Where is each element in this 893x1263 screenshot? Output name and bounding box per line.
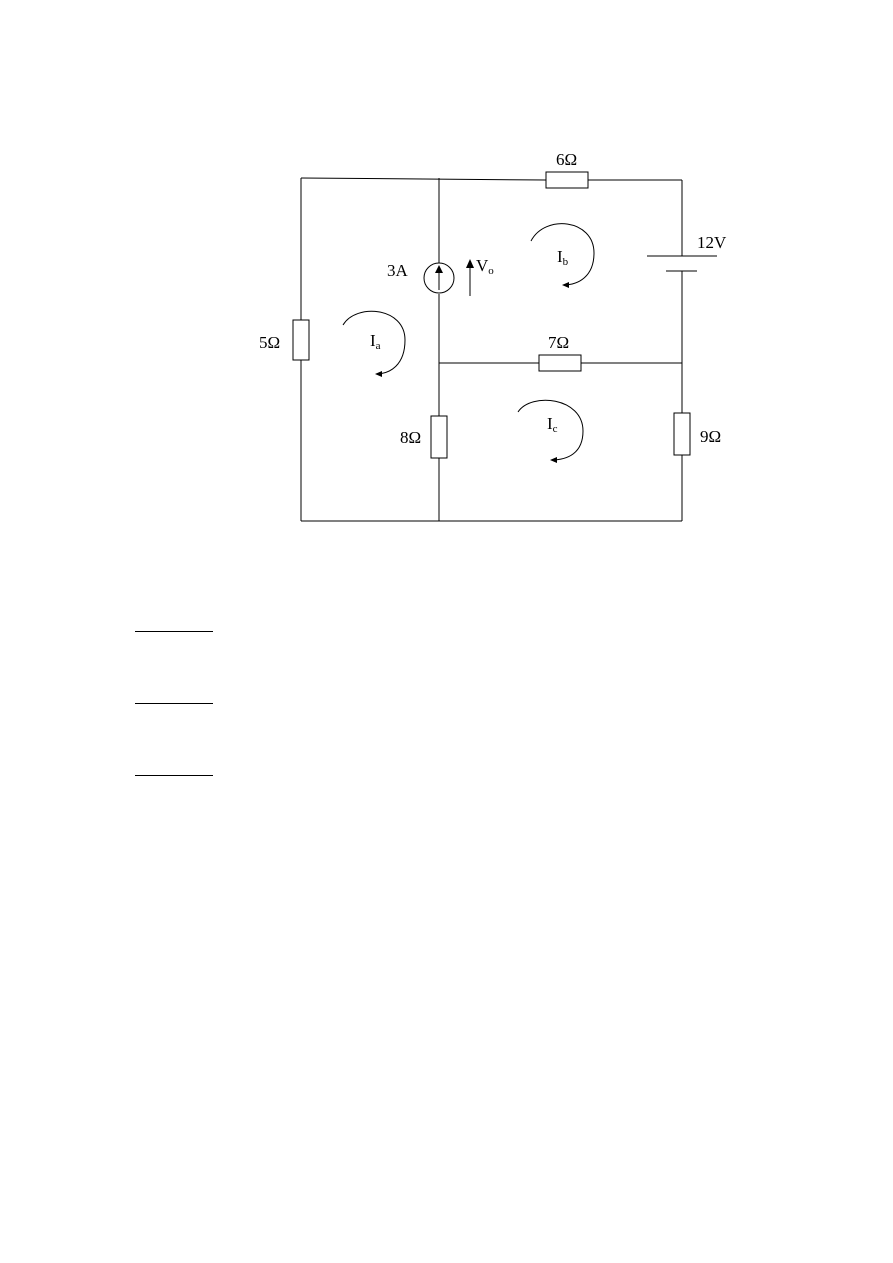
resistor-5-ohm (292, 319, 310, 361)
mesh-current-a-label: Ia (370, 331, 381, 352)
mesh-current-a-arrow-icon (342, 310, 406, 377)
resistor-6-ohm-label: 6Ω (556, 150, 577, 169)
voltage-label: Vo (476, 256, 494, 277)
answer-blank-1[interactable] (135, 631, 213, 632)
resistor-5-ohm-label: 5Ω (259, 333, 280, 352)
current-source-3a (423, 262, 455, 294)
mesh-current-c-label: Ic (547, 414, 558, 435)
resistor-9-ohm-label: 9Ω (700, 427, 721, 446)
mesh-current-b-label: Ib (557, 247, 569, 268)
resistor-7-ohm (538, 354, 582, 372)
resistor-8-ohm-label: 8Ω (400, 428, 421, 447)
resistor-6-ohm (545, 171, 589, 189)
resistor-9-ohm (673, 412, 691, 456)
answer-blank-3[interactable] (135, 775, 213, 776)
mesh-current-b-arrow-icon (530, 223, 595, 288)
battery-12v (647, 255, 717, 272)
mesh-current-c-arrow-icon (517, 399, 584, 463)
resistor-8-ohm (430, 415, 448, 459)
battery-label: 12V (697, 233, 727, 252)
resistor-7-ohm-label: 7Ω (548, 333, 569, 352)
top-wire (300, 177, 682, 181)
current-source-label: 3A (387, 261, 409, 280)
answer-blank-2[interactable] (135, 703, 213, 704)
